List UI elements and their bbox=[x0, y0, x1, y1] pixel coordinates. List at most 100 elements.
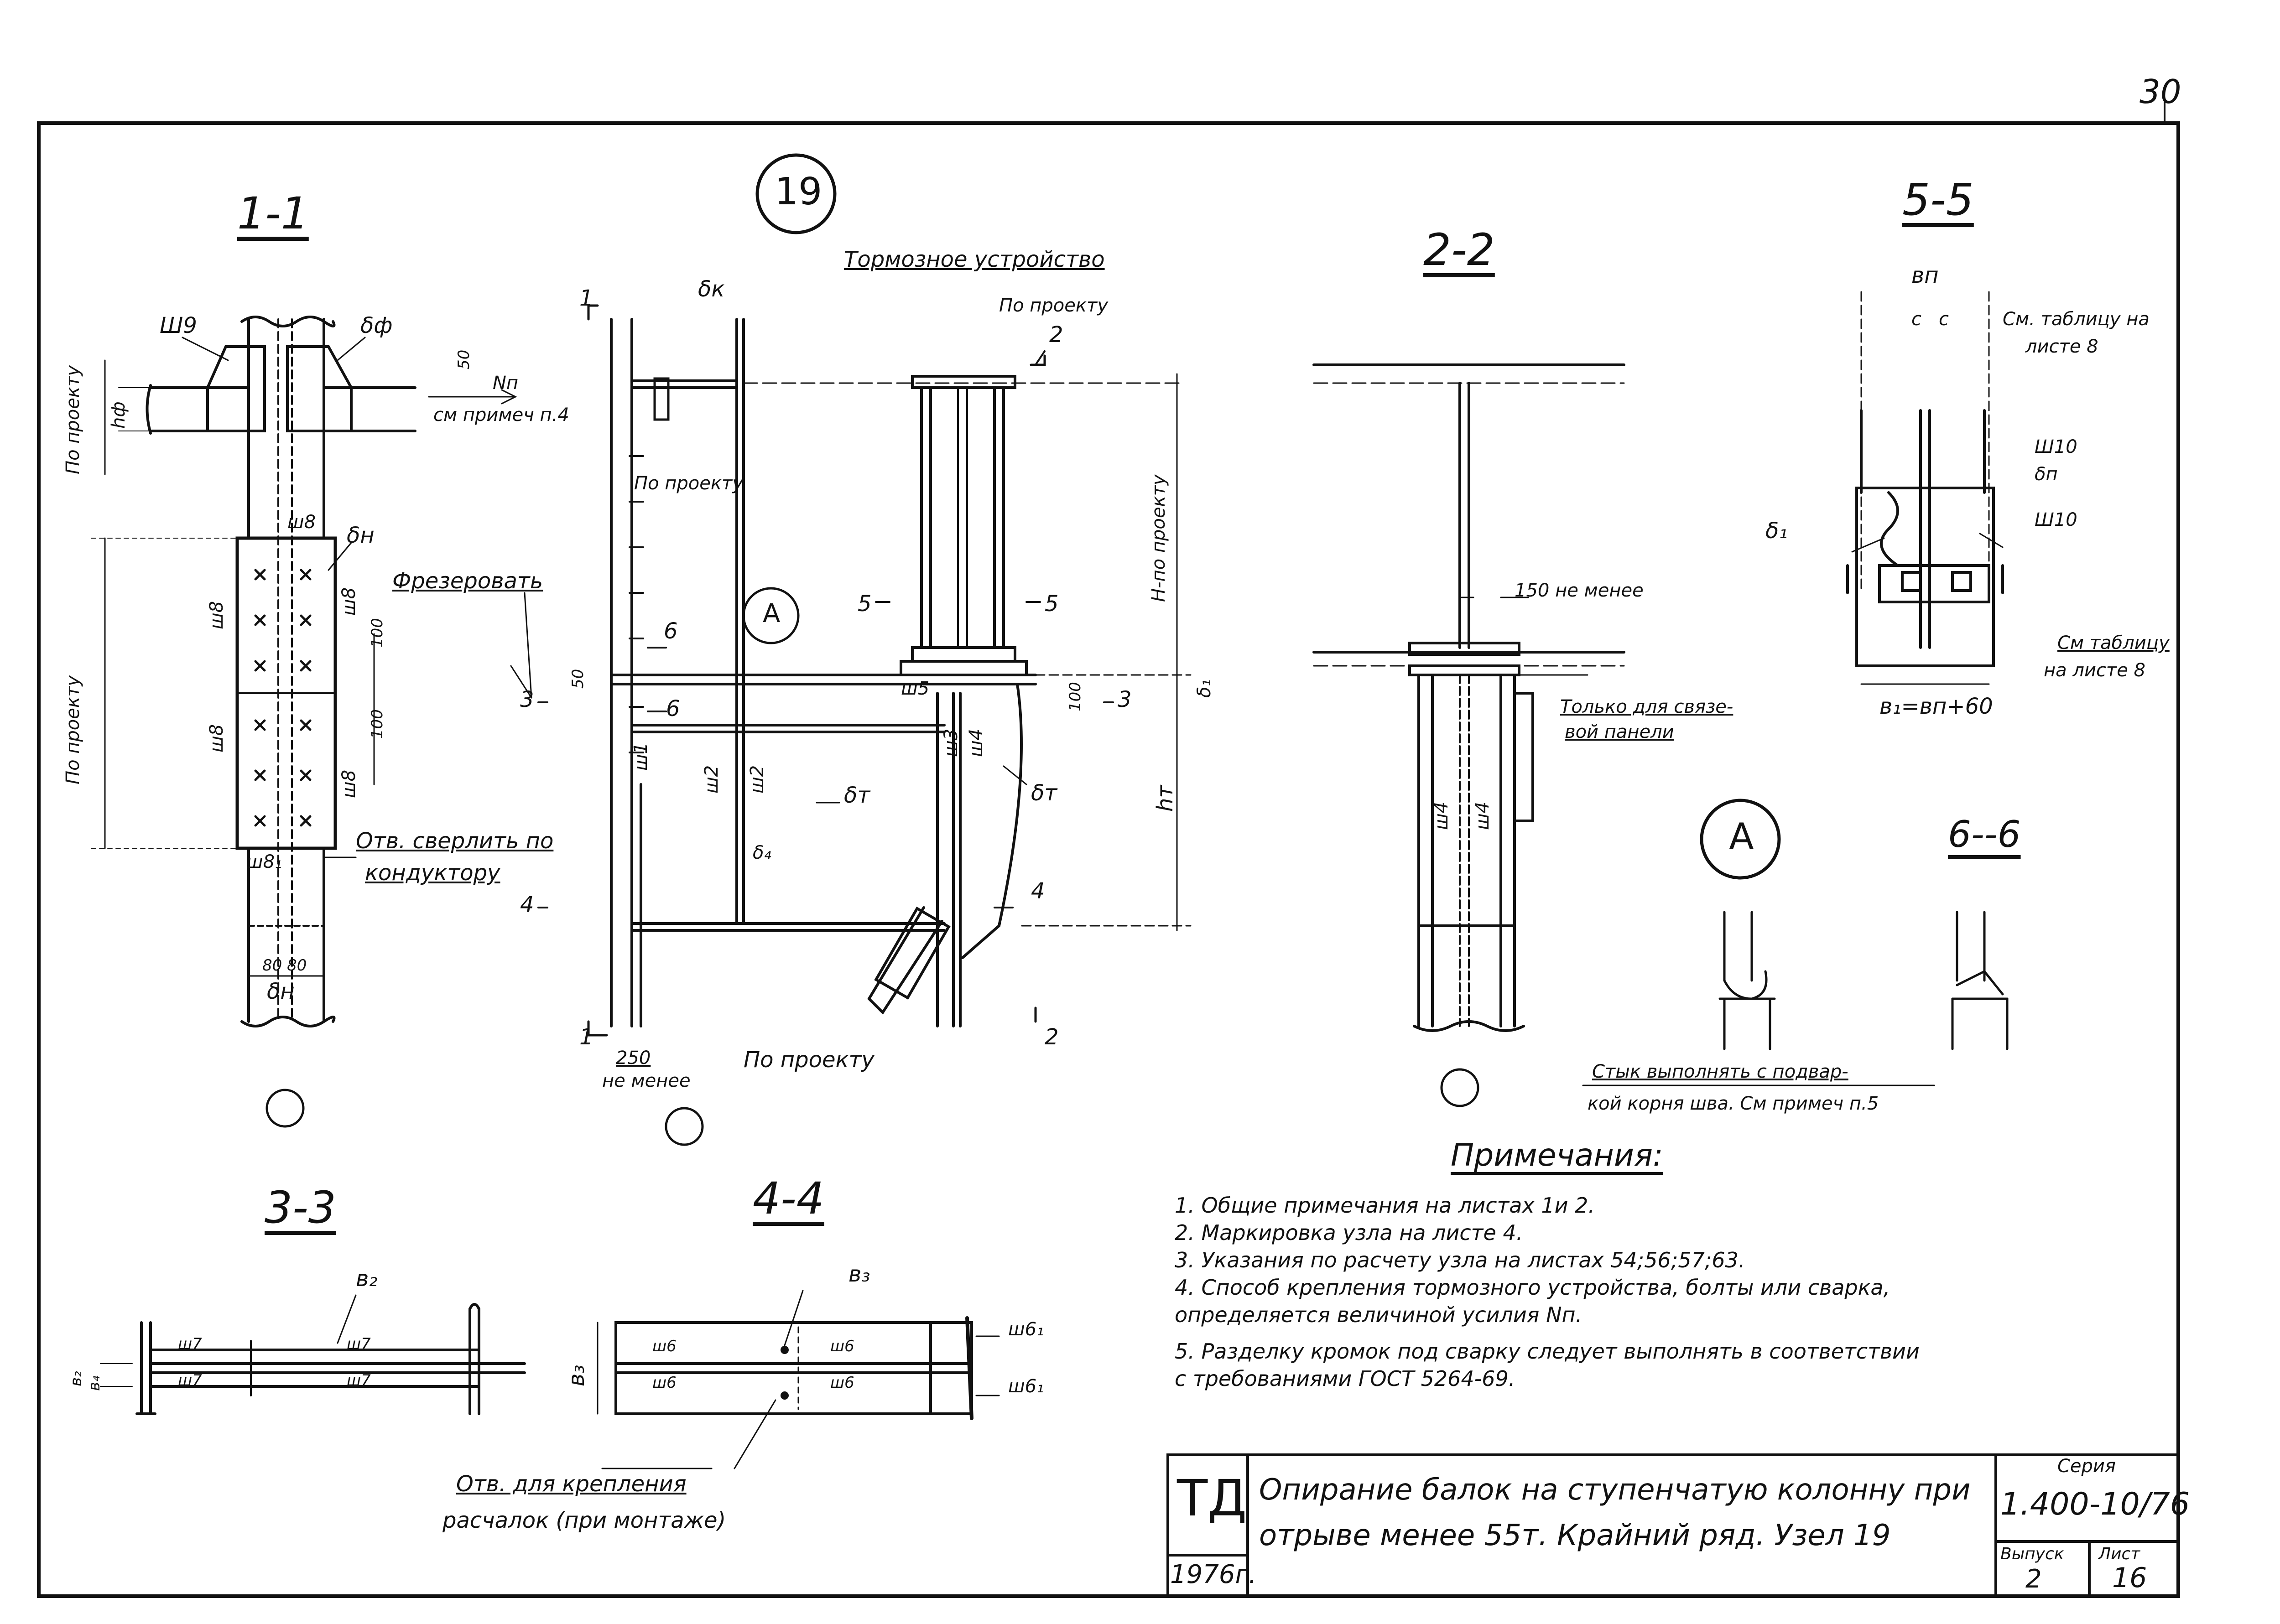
title-block-year: 1976г. bbox=[1170, 1560, 1257, 1589]
label-sh8-right-1: ш8 bbox=[338, 587, 359, 616]
label-sh4: ш4 bbox=[966, 728, 987, 757]
title-block-frame bbox=[1166, 1453, 2180, 1598]
section-5-5-title: 5-5 bbox=[1902, 174, 1974, 225]
label-ht: hт bbox=[1152, 785, 1178, 812]
label-mark-5-left: 5 bbox=[858, 591, 872, 617]
label-mark-4-left: 4 bbox=[520, 892, 534, 918]
label-joint2: кой корня шва. См примеч п.5 bbox=[1588, 1093, 1879, 1114]
label-min250-text: не менее bbox=[602, 1070, 691, 1091]
label-sh6-a: ш6 bbox=[652, 1337, 677, 1355]
label-b3: в₃ bbox=[848, 1261, 870, 1287]
node-19-number: 19 bbox=[775, 170, 822, 213]
view-a-letter: A bbox=[1729, 815, 1754, 858]
label-sh9: Ш9 bbox=[160, 313, 197, 338]
title-block-issue-label: Выпуск bbox=[2000, 1545, 2064, 1563]
note-5-cont: с требованиями ГОСТ 5264-69. bbox=[1175, 1366, 1515, 1391]
label-b4: δ₄ bbox=[753, 842, 771, 863]
label-see-table-a2: листе 8 bbox=[2025, 336, 2098, 357]
title-block-sheet-value: 16 bbox=[2112, 1562, 2147, 1594]
label-sh6-b: ш6 bbox=[830, 1337, 854, 1355]
section-5-5-drawing bbox=[1846, 291, 2004, 685]
label-only-bracing: Только для связе- bbox=[1560, 696, 1733, 717]
label-dim-50: 50 bbox=[455, 349, 473, 369]
label-by-project-b: По проекту bbox=[634, 473, 744, 494]
label-by-project-v1: По проекту bbox=[62, 365, 83, 474]
label-sh7-a: ш7 bbox=[178, 1335, 202, 1353]
section-2-2-mark-circle bbox=[1440, 1068, 1479, 1107]
note-1: 1. Общие примечания на листах 1и 2. bbox=[1175, 1193, 1595, 1218]
label-sh6-c: ш6 bbox=[652, 1374, 677, 1392]
view-a-callout-letter: A bbox=[763, 599, 781, 628]
node-19-drawing bbox=[537, 304, 1192, 1037]
page-number: 30 bbox=[2139, 73, 2181, 111]
label-bt-outer: δт bbox=[1031, 780, 1057, 806]
section-2-2-drawing bbox=[1312, 363, 1625, 1032]
label-mark-1-bottom: 1 bbox=[579, 1024, 593, 1050]
title-block-series-label: Серия bbox=[2057, 1456, 2116, 1477]
label-see-table-a: См. таблицу на bbox=[2003, 309, 2150, 330]
section-4-4-title: 4-4 bbox=[753, 1173, 824, 1224]
label-np: Nп bbox=[493, 373, 519, 394]
label-dim-100a: 100 bbox=[368, 618, 386, 648]
label-bp: вп bbox=[1911, 263, 1939, 288]
label-sh7-c: ш7 bbox=[178, 1371, 202, 1390]
label-sh5: ш5 bbox=[901, 678, 930, 699]
label-c2: с bbox=[1939, 309, 1949, 330]
note-4-cont: определяется величиной усилия Nп. bbox=[1175, 1302, 1582, 1327]
label-bt-inner: δт bbox=[844, 783, 870, 808]
label-bf: δф bbox=[360, 313, 393, 338]
label-bn-top: δн bbox=[347, 523, 375, 548]
label-sh8-left-2: ш8 bbox=[206, 724, 227, 752]
label-hf: hф bbox=[108, 401, 129, 429]
label-see-table-b2: на листе 8 bbox=[2044, 660, 2146, 681]
label-mark-4-right: 4 bbox=[1031, 878, 1045, 904]
label-see-note4: см примеч п.4 bbox=[433, 405, 569, 425]
title-block-series-value: 1.400-10/76 bbox=[2000, 1486, 2190, 1522]
label-sh8-left-1: ш8 bbox=[206, 601, 227, 629]
label-holes2: расчалок (при монтаже) bbox=[442, 1508, 726, 1533]
label-brake-device: Тормозное устройство bbox=[844, 247, 1105, 272]
label-sh10b: Ш10 bbox=[2035, 509, 2077, 530]
label-see-table-b: См таблицу bbox=[2057, 633, 2170, 654]
label-bp2: δп bbox=[2035, 464, 2058, 485]
label-sh10a: Ш10 bbox=[2035, 436, 2077, 457]
note-5: 5. Разделку кромок под сварку следует вы… bbox=[1175, 1339, 1920, 1364]
note-2: 2. Маркировка узла на листе 4. bbox=[1175, 1220, 1523, 1245]
label-dim-100b: 100 bbox=[368, 709, 386, 739]
view-a-drawing bbox=[1718, 911, 1776, 1050]
label-sh61-a: ш6₁ bbox=[1008, 1319, 1044, 1340]
title-block-title-line1: Опирание балок на ступенчатую колонну пр… bbox=[1259, 1473, 1971, 1507]
label-b2-side: в₂ bbox=[67, 1371, 85, 1386]
view-a-circle bbox=[1700, 799, 1781, 880]
label-min250-value: 250 bbox=[616, 1048, 651, 1069]
label-b2: в₂ bbox=[356, 1266, 378, 1292]
label-mark-3-right: 3 bbox=[1118, 687, 1132, 712]
note-4: 4. Способ крепления тормозного устройств… bbox=[1175, 1275, 1890, 1300]
label-b1: δ₁ bbox=[1194, 679, 1215, 698]
label-mark-1-top: 1 bbox=[579, 285, 593, 311]
section-1-1-mark-circle bbox=[265, 1089, 305, 1128]
node-19-mark-circle bbox=[665, 1107, 704, 1146]
label-only-bracing2: вой панели bbox=[1565, 721, 1674, 742]
label-mark-6-top: 6 bbox=[664, 618, 678, 644]
section-6-6-title: 6--6 bbox=[1948, 813, 2021, 856]
label-b3-side: в₃ bbox=[564, 1365, 589, 1386]
label-c1: с bbox=[1911, 309, 1921, 330]
label-dim-80: 80 80 bbox=[262, 956, 307, 975]
label-dim-100c: 100 bbox=[1066, 682, 1084, 711]
label-mark-5-right: 5 bbox=[1045, 591, 1059, 617]
label-h-by-project: H-по проекту bbox=[1148, 474, 1169, 602]
label-by-project-a: По проекту bbox=[999, 295, 1109, 316]
label-bn-bottom: δн bbox=[267, 979, 295, 1004]
node-19-circle bbox=[755, 153, 837, 234]
label-sh8-top: ш8 bbox=[287, 512, 316, 533]
label-sh4-22b: ш4 bbox=[1472, 801, 1493, 830]
title-block-issue-value: 2 bbox=[2025, 1564, 2042, 1594]
label-mark-2-top: 2 bbox=[1049, 322, 1063, 348]
label-by-project-v2: По проекту bbox=[62, 675, 83, 784]
label-sh4-22a: ш4 bbox=[1431, 801, 1452, 830]
label-sh7-d: ш7 bbox=[347, 1371, 371, 1390]
label-by-project-c: По проекту bbox=[744, 1047, 875, 1073]
label-joint1: Стык выполнять с подвар- bbox=[1592, 1061, 1848, 1082]
